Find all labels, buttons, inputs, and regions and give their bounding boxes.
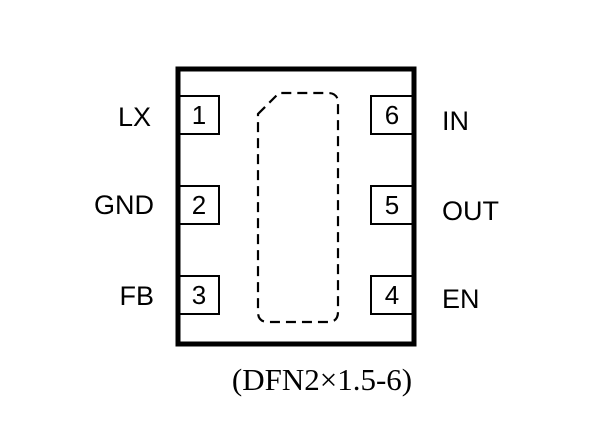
pin-5: 5 OUT bbox=[370, 185, 499, 226]
pin-1-pad bbox=[177, 95, 220, 135]
pin-2-label: GND bbox=[94, 190, 154, 220]
pin-4-pad bbox=[370, 275, 415, 315]
pin-3-pad bbox=[177, 275, 220, 315]
exposed-pad bbox=[256, 91, 340, 324]
pin-5-number: 5 bbox=[385, 190, 399, 220]
package-caption: (DFN2×1.5-6) bbox=[232, 362, 412, 397]
pin-5-pad bbox=[370, 185, 415, 225]
package-body bbox=[175, 66, 417, 347]
pin-5-label: OUT bbox=[442, 196, 499, 226]
pin-4: 4 EN bbox=[370, 275, 480, 315]
pin-2-number: 2 bbox=[192, 190, 206, 220]
pin-6-pad bbox=[370, 95, 415, 135]
pin-3: 3 FB bbox=[119, 275, 220, 315]
pin-1: 1 LX bbox=[118, 95, 220, 135]
pin-3-label: FB bbox=[119, 281, 154, 311]
pin-2: 2 GND bbox=[94, 185, 220, 225]
pin-3-number: 3 bbox=[192, 280, 206, 310]
pin-6-number: 6 bbox=[385, 100, 399, 130]
pin-6-label: IN bbox=[442, 106, 469, 136]
pin-4-number: 4 bbox=[385, 280, 399, 310]
pin-4-label: EN bbox=[442, 284, 480, 314]
pin-1-label: LX bbox=[118, 102, 151, 132]
pin-2-pad bbox=[177, 185, 220, 225]
pin-6: 6 IN bbox=[370, 95, 469, 136]
pin-1-number: 1 bbox=[192, 100, 206, 130]
